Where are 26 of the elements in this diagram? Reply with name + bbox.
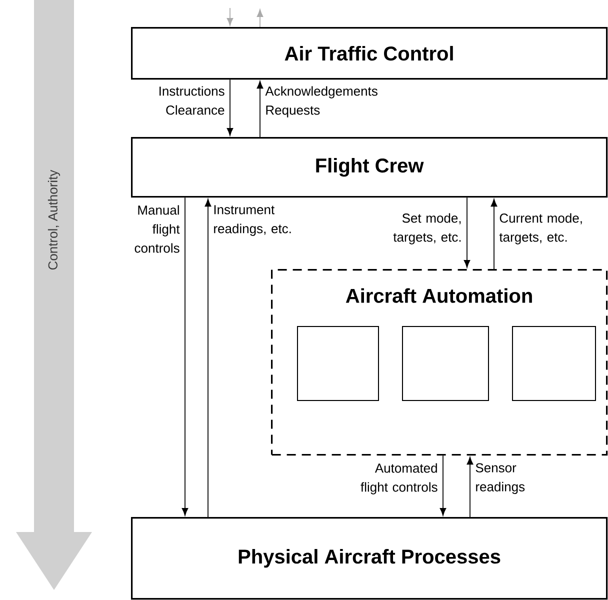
axis-label: Control, Authority <box>48 170 60 270</box>
arrow <box>440 455 446 516</box>
edge-label: Current mode, targets, etc. <box>499 213 582 244</box>
arrow <box>256 9 264 28</box>
arrow <box>204 198 212 518</box>
empty-box <box>512 326 596 401</box>
arrow <box>490 198 498 270</box>
dashed-box: Aircraft Automation <box>271 269 608 456</box>
edge-label: Automated flight controls <box>360 463 438 494</box>
process-box: Air Traffic Control <box>131 27 608 80</box>
arrow <box>466 456 474 518</box>
arrow <box>256 80 264 138</box>
edge-label: Instructions Clearance <box>160 86 224 115</box>
edge-label: Sensor readings <box>476 463 525 494</box>
edge-label: Manual flight controls <box>134 205 180 253</box>
arrow <box>226 8 234 26</box>
arrow <box>226 79 234 136</box>
process-box: Physical Aircraft Processes <box>131 517 608 600</box>
edge-label: Acknowledgements Requests <box>265 86 378 118</box>
empty-box <box>402 326 489 401</box>
arrow <box>464 197 470 268</box>
edge-label: Set mode, targets, etc. <box>393 213 461 244</box>
empty-box <box>297 326 379 401</box>
edge-label: Instrument readings, etc. <box>214 205 291 236</box>
arrow <box>182 197 188 516</box>
process-box: Flight Crew <box>131 137 608 198</box>
